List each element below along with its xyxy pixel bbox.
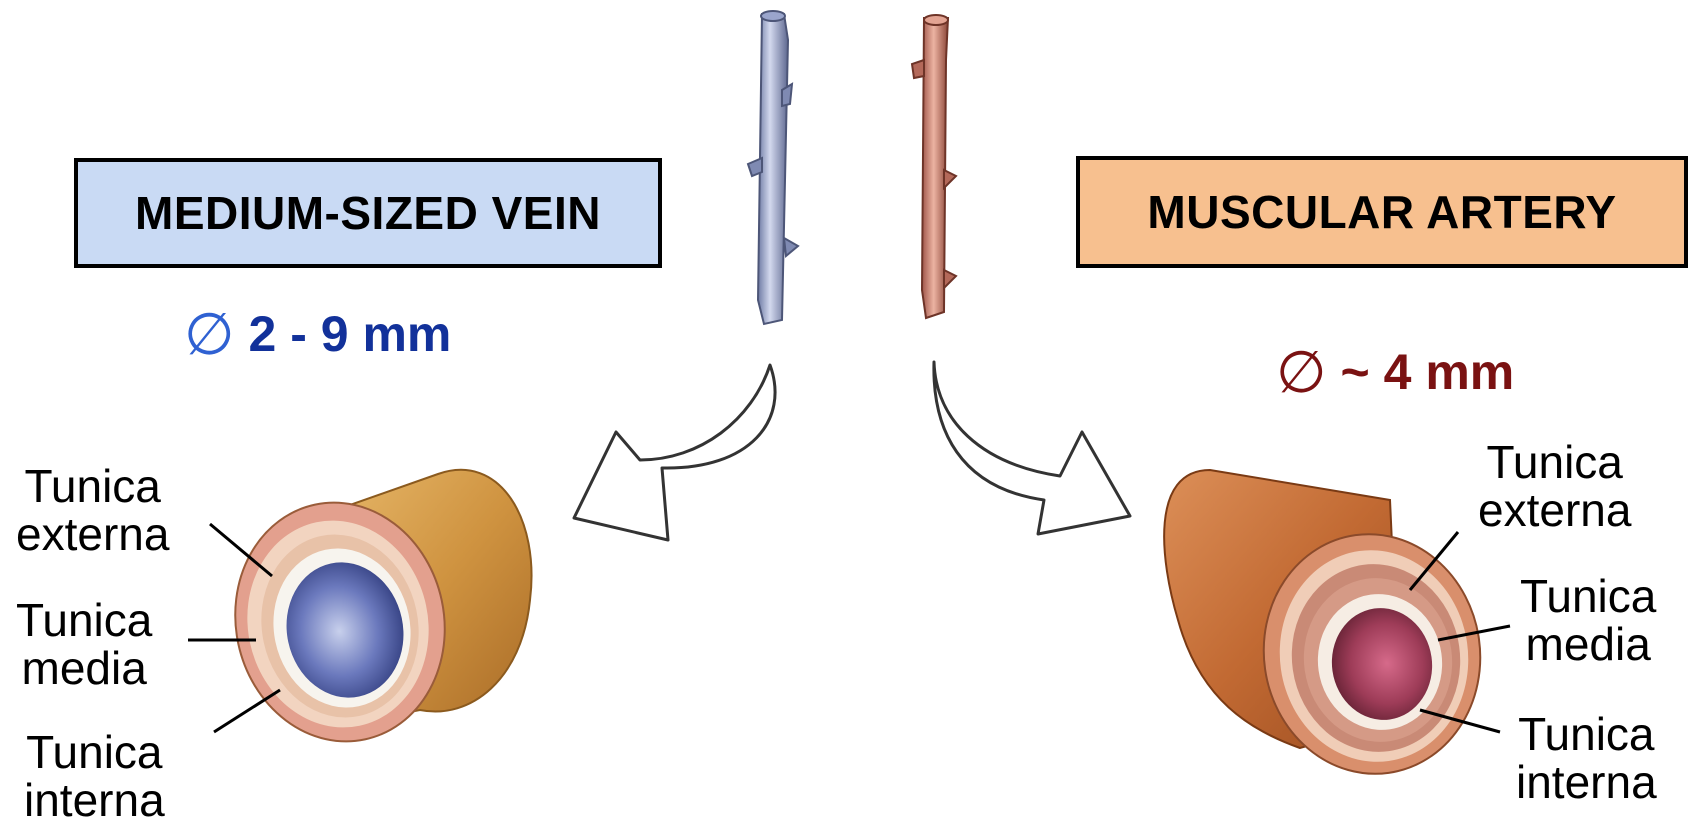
- label-line: Tunica: [16, 596, 152, 644]
- artery-vessel-illustration: [912, 15, 956, 318]
- vein-diameter: ∅ 2 - 9 mm: [184, 300, 451, 368]
- vein-layer-label-externa: Tunica externa: [16, 462, 169, 558]
- vein-diameter-value: 2 - 9 mm: [249, 305, 452, 363]
- artery-layer-label-interna: Tunica interna: [1516, 710, 1657, 806]
- label-line: interna: [1516, 758, 1657, 806]
- artery-title: MUSCULAR ARTERY: [1147, 185, 1616, 239]
- right-arrow-icon: [934, 362, 1130, 534]
- artery-diameter-value: ~ 4 mm: [1341, 343, 1515, 401]
- vein-layer-label-interna: Tunica interna: [24, 728, 165, 824]
- vein-title: MEDIUM-SIZED VEIN: [135, 186, 601, 240]
- label-line: media: [16, 644, 152, 692]
- vein-layer-label-media: Tunica media: [16, 596, 152, 692]
- vein-interna-leader: [214, 690, 280, 732]
- diameter-icon: ∅: [1276, 338, 1327, 406]
- label-line: Tunica: [16, 462, 169, 510]
- label-line: Tunica: [1478, 438, 1631, 486]
- vein-title-box: MEDIUM-SIZED VEIN: [74, 158, 662, 268]
- artery-diameter: ∅ ~ 4 mm: [1276, 338, 1514, 406]
- label-line: externa: [16, 510, 169, 558]
- label-line: interna: [24, 776, 165, 824]
- artery-layer-label-media: Tunica media: [1520, 572, 1656, 668]
- artery-layer-label-externa: Tunica externa: [1478, 438, 1631, 534]
- label-line: externa: [1478, 486, 1631, 534]
- label-line: Tunica: [1516, 710, 1657, 758]
- label-line: Tunica: [1520, 572, 1656, 620]
- left-arrow-icon: [574, 365, 775, 540]
- label-line: media: [1520, 620, 1656, 668]
- vein-vessel-illustration: [748, 11, 798, 324]
- artery-cross-section: [1164, 470, 1496, 788]
- artery-title-box: MUSCULAR ARTERY: [1076, 156, 1688, 268]
- diameter-icon: ∅: [184, 300, 235, 368]
- vein-cross-section: [213, 470, 531, 761]
- label-line: Tunica: [24, 728, 165, 776]
